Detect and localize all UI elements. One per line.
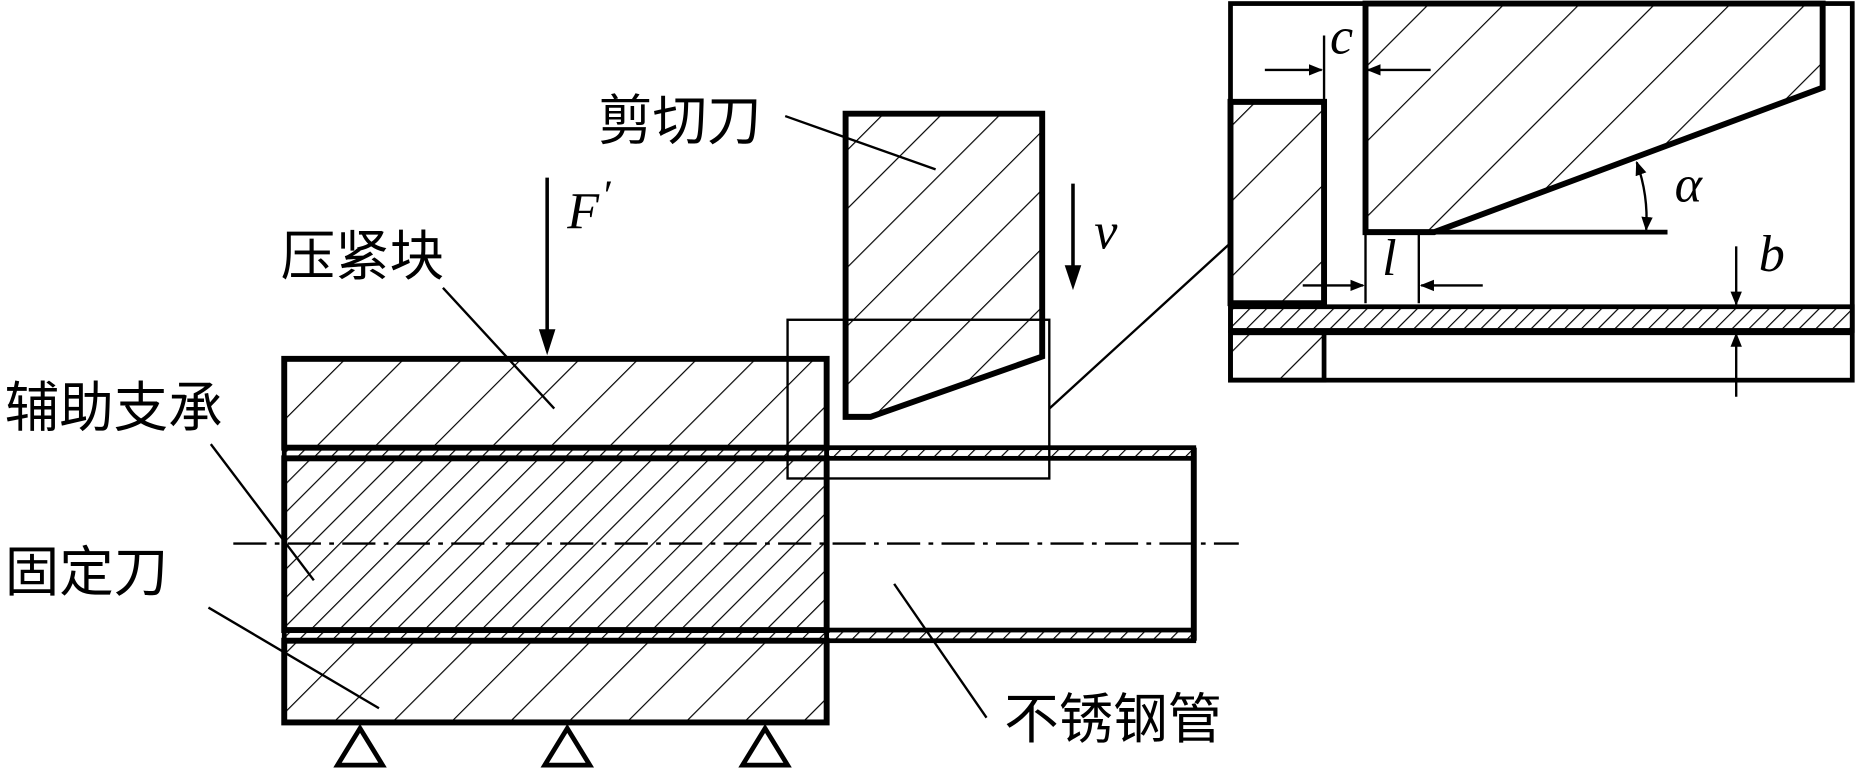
- clamp-block-leader: [442, 286, 556, 410]
- inset-shear-knife: [1362, 0, 1826, 236]
- steel-tube-leader: [893, 583, 988, 719]
- steel-tube-label: 不锈钢管: [1004, 687, 1222, 751]
- aux-support-label: 辅助支承: [5, 375, 223, 439]
- force-arrow: [538, 177, 556, 356]
- thickness-b-label: b: [1759, 226, 1785, 283]
- inset-detail: c l b α: [1227, 0, 1855, 397]
- steel-tube-extension: [824, 445, 1197, 644]
- shear-knife-label: 剪切刀: [598, 89, 761, 153]
- inset-fixed-knife: [1227, 98, 1328, 307]
- support-triangle-2: [540, 723, 595, 768]
- velocity-arrow: [1064, 183, 1082, 291]
- aux-support-leader: [209, 443, 315, 582]
- inset-tube-wall: [1228, 304, 1855, 333]
- fixed-knife-label: 固定刀: [5, 540, 168, 604]
- clearance-c-label: c: [1330, 8, 1353, 65]
- support-triangles: [333, 723, 792, 768]
- velocity-label: v: [1094, 204, 1118, 261]
- clamp-block: [281, 355, 830, 451]
- angle-alpha-label: α: [1675, 156, 1704, 213]
- clamp-block-label: 压紧块: [281, 224, 444, 288]
- force-label: F′: [566, 173, 613, 241]
- length-l-label: l: [1382, 230, 1396, 287]
- shear-knife: [842, 110, 1046, 420]
- detail-region-box: [786, 318, 1051, 480]
- support-triangle-3: [738, 723, 792, 768]
- fixed-knife-leader: [207, 606, 380, 710]
- fixed-knife: [281, 637, 830, 726]
- support-triangle-1: [333, 723, 387, 768]
- inset-fixed-knife-lower: [1228, 330, 1327, 383]
- shear-knife-leader: [784, 114, 937, 171]
